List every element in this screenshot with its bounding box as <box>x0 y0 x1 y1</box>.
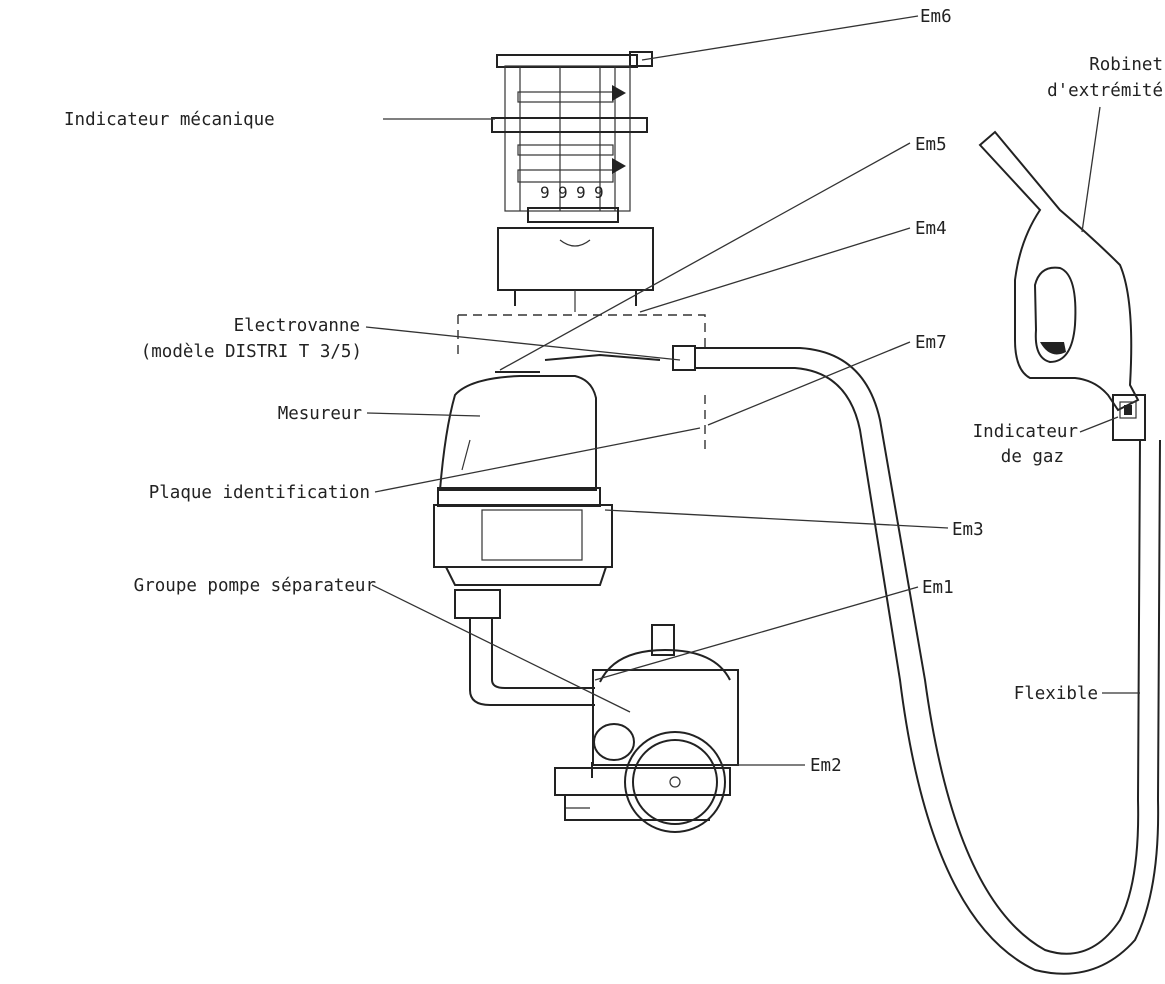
electrovalve-drawing <box>457 314 706 455</box>
pump-group-drawing <box>469 618 739 833</box>
label-em4: Em4 <box>915 219 947 239</box>
label-em2: Em2 <box>810 756 842 776</box>
label-mesureur: Mesureur <box>278 404 362 424</box>
label-robinet-line2: d'extrémité <box>1047 81 1163 101</box>
meter-drawing <box>433 375 613 619</box>
mechanical-indicator-drawing: 9 9 9 9 <box>491 51 654 312</box>
counter-digit: 9 <box>576 183 586 202</box>
label-indicateur-gaz-line2: de gaz <box>1001 447 1064 467</box>
label-groupe-pompe: Groupe pompe séparateur <box>134 576 376 596</box>
label-em3: Em3 <box>952 520 984 540</box>
leader-lines <box>365 15 1140 766</box>
label-em6: Em6 <box>920 7 952 27</box>
labels: Em6 Robinet d'extrémité Indicateur mécan… <box>64 7 1163 776</box>
label-em1: Em1 <box>922 578 954 598</box>
label-flexible: Flexible <box>1014 684 1098 704</box>
label-electrovanne-line2: (modèle DISTRI T 3/5) <box>141 342 362 362</box>
label-electrovanne-line1: Electrovanne <box>234 316 360 336</box>
counter-digit: 9 <box>540 183 550 202</box>
counter-digit: 9 <box>558 183 568 202</box>
label-indicateur-gaz-line1: Indicateur <box>973 422 1078 442</box>
hose-drawing <box>695 347 1161 975</box>
nozzle-drawing <box>978 130 1146 441</box>
label-em7: Em7 <box>915 333 947 353</box>
counter-digit: 9 <box>594 183 604 202</box>
label-indicateur-mecanique: Indicateur mécanique <box>64 110 275 130</box>
label-em5: Em5 <box>915 135 947 155</box>
label-plaque-identification: Plaque identification <box>149 483 370 503</box>
label-robinet-line1: Robinet <box>1089 55 1163 75</box>
